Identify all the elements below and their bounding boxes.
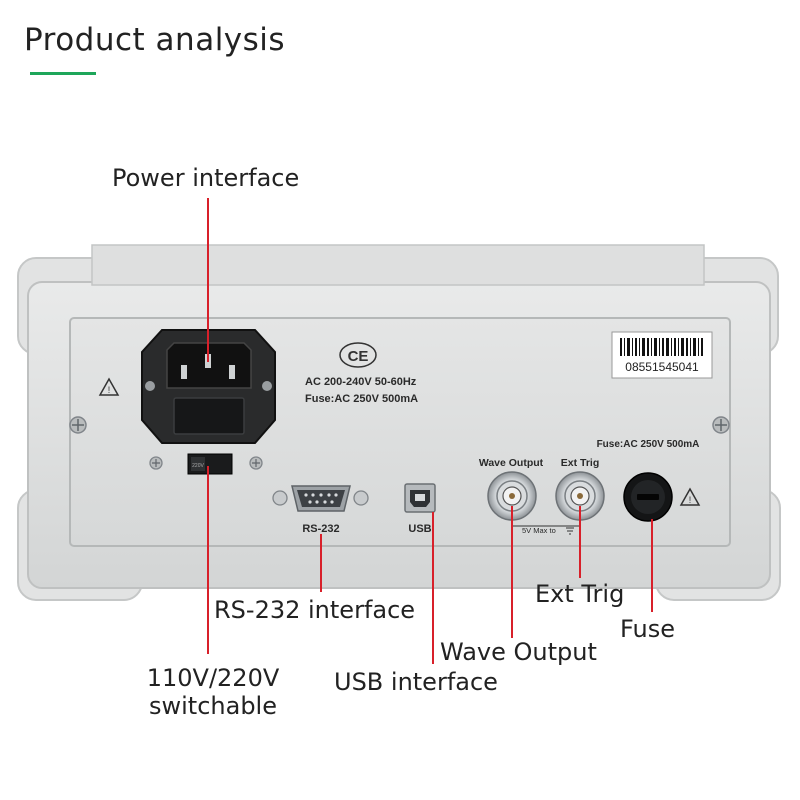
- ground-symbol-icon: [566, 527, 574, 535]
- callout-fuse: Fuse: [620, 615, 675, 643]
- svg-text:!: !: [689, 495, 692, 505]
- ce-mark: CE: [339, 342, 377, 368]
- wave-output-panel-label: Wave Output: [479, 457, 544, 469]
- rating-line-1: AC 200-240V 50-60Hz: [305, 376, 417, 388]
- callout-wave-output: Wave Output: [440, 638, 597, 666]
- rs232-connector[interactable]: [272, 485, 369, 512]
- callout-voltage-switch: 110V/220V switchable: [138, 664, 288, 720]
- bnc-max-voltage-note: 5V Max to: [522, 526, 556, 535]
- ce-mark-text: CE: [348, 348, 369, 365]
- title-underline: [30, 72, 96, 75]
- svg-text:!: !: [108, 385, 111, 395]
- callout-voltage-line2: switchable: [149, 692, 277, 720]
- ext-trig-bnc-connector[interactable]: [555, 471, 605, 521]
- callout-power-interface: Power interface: [112, 164, 300, 192]
- panel-screw: [712, 416, 730, 434]
- callout-rs232-interface: RS-232 interface: [214, 596, 416, 624]
- callout-ext-trig: Ext Trig: [535, 580, 625, 608]
- callout-usb-interface: USB interface: [334, 668, 498, 696]
- usb-port[interactable]: [404, 483, 436, 513]
- wave-output-bnc-connector[interactable]: [487, 471, 537, 521]
- fuse-holder[interactable]: [623, 472, 673, 522]
- ext-trig-panel-label: Ext Trig: [561, 457, 600, 469]
- warning-triangle-icon: !: [98, 377, 120, 396]
- serial-number: 08551545041: [625, 360, 699, 374]
- fuse-rating-panel-label: Fuse:AC 250V 500mA: [597, 439, 700, 450]
- usb-panel-label: USB: [408, 523, 431, 535]
- switch-voltage-text: 220V: [192, 463, 204, 469]
- page-title: Product analysis: [24, 22, 286, 58]
- rating-line-2: Fuse:AC 250V 500mA: [305, 393, 418, 405]
- rs232-panel-label: RS-232: [302, 523, 339, 535]
- warning-triangle-icon: !: [679, 487, 701, 506]
- voltage-selector-switch[interactable]: 220V: [149, 453, 263, 475]
- panel-screw: [69, 416, 87, 434]
- callout-voltage-line1: 110V/220V: [146, 664, 280, 692]
- serial-barcode-label: 08551545041: [611, 331, 713, 379]
